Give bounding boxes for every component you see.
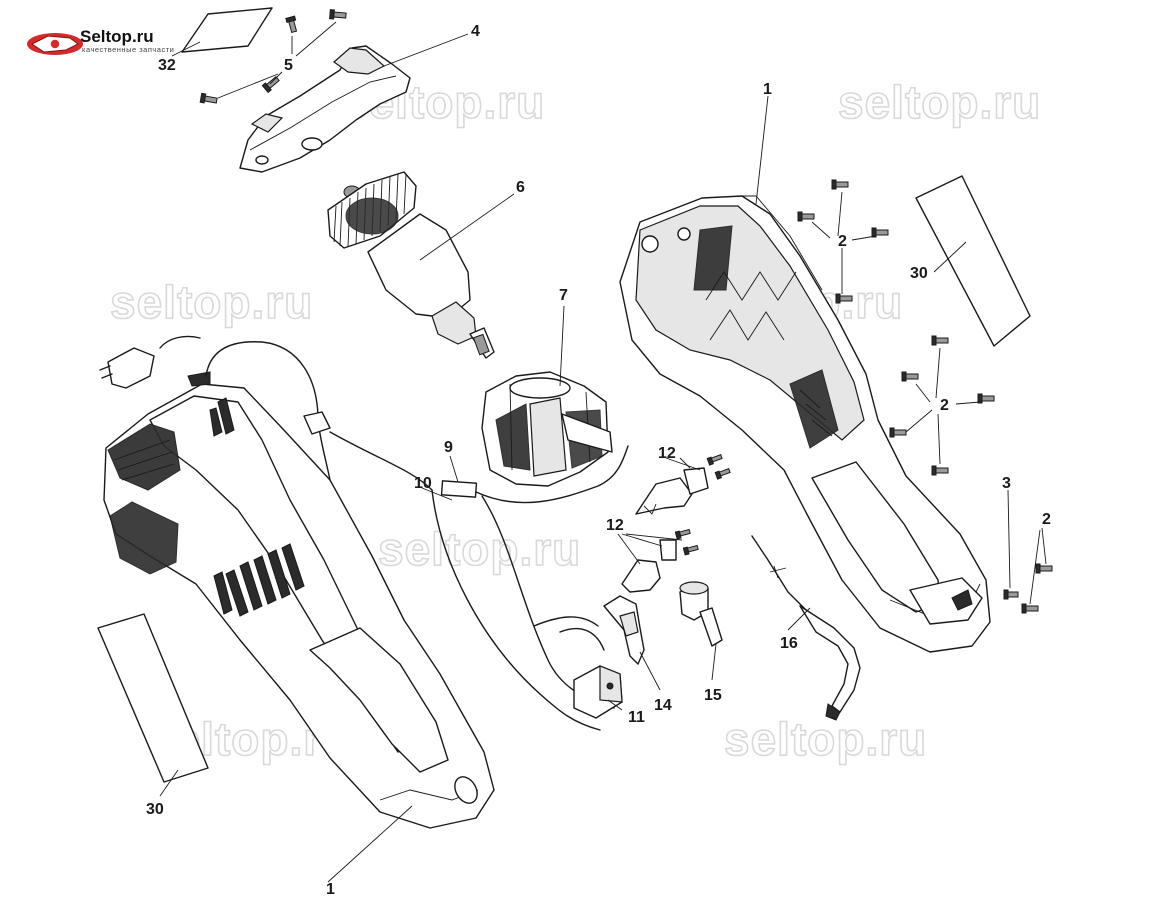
seltop-logo: Seltop.ru качественные запчасти <box>27 27 174 55</box>
logo-tagline: качественные запчасти <box>82 45 174 54</box>
callout-30-right: 30 <box>910 265 928 282</box>
callout-3: 3 <box>1002 475 1011 492</box>
part-9-switch <box>440 455 478 498</box>
callout-6: 6 <box>516 179 525 196</box>
part-3-screw <box>1003 489 1019 600</box>
vent-slots <box>209 397 305 617</box>
part-4-front-cap <box>239 33 469 173</box>
watermark-text: seltop.ru <box>838 76 1041 128</box>
watermark-text: seltop.ru <box>378 523 581 575</box>
callout-7: 7 <box>559 287 568 304</box>
part-1-right-housing <box>619 95 991 653</box>
part-14-brush <box>603 595 661 691</box>
part-15-bushing <box>679 581 723 681</box>
callout-2-lower: 2 <box>1042 511 1051 528</box>
logo-name: Seltop.ru <box>80 27 154 46</box>
callout-2-upper: 2 <box>838 233 847 250</box>
callout-5: 5 <box>284 57 293 74</box>
callout-1-left: 1 <box>326 881 335 898</box>
callout-9: 9 <box>444 439 453 456</box>
callout-10: 10 <box>414 475 432 492</box>
callout-14: 14 <box>654 697 672 714</box>
part-1-left-housing <box>99 335 495 883</box>
watermark-text: seltop.ru <box>110 276 313 328</box>
callout-16: 16 <box>780 635 798 652</box>
callout-12-lower: 12 <box>606 517 624 534</box>
watermark-text: seltop.ru <box>724 713 927 765</box>
callout-15: 15 <box>704 687 722 704</box>
part-12-brush-holders <box>617 454 731 593</box>
callout-1-right: 1 <box>763 81 772 98</box>
part-6-armature <box>327 171 515 359</box>
callout-4: 4 <box>471 23 480 40</box>
part-32-label <box>171 7 273 57</box>
callout-11: 11 <box>628 709 645 726</box>
part-11-filter <box>573 665 623 719</box>
callout-2-middle: 2 <box>940 397 949 414</box>
part-5-screws <box>199 9 347 104</box>
part-30-right-label <box>915 175 1031 347</box>
part-2-screws <box>797 179 1053 614</box>
part-7-stator <box>481 305 613 487</box>
callouts: 32 5 4 6 7 9 10 11 12 12 14 15 16 1 1 2 … <box>146 23 1051 898</box>
part-30-left-label <box>97 613 209 797</box>
callout-32: 32 <box>158 57 176 74</box>
part-16-strip <box>751 535 861 721</box>
callout-30-left: 30 <box>146 801 164 818</box>
callout-12-upper: 12 <box>658 445 676 462</box>
